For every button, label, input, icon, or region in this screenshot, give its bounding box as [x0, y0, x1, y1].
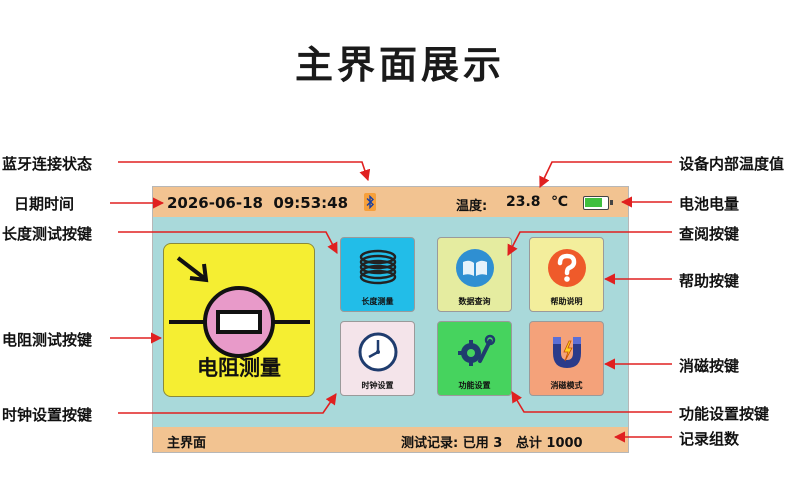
clock-setting-button[interactable]: 时钟设置 [340, 321, 415, 396]
records-count: 测试记录: 已用 3 总计 1000 [401, 436, 583, 451]
degauss-label: 消磁模式 [550, 381, 583, 390]
coil-icon [359, 249, 396, 285]
resistor-icon [169, 256, 310, 358]
data-query-label: 数据查询 [458, 297, 491, 306]
length-measure-label: 长度测量 [361, 297, 394, 306]
status-bar: 2026-06-18 09:53:48 温度: 23.8 ℃ [153, 187, 628, 217]
question-icon [547, 249, 586, 287]
home-label: 主界面 [167, 436, 207, 451]
annotation-records: 记录组数 [679, 430, 740, 448]
annotation-bluetooth: 蓝牙连接状态 [2, 155, 93, 173]
device-screen: 2026-06-18 09:53:48 温度: 23.8 ℃ 电阻测量 [152, 186, 629, 453]
degauss-button[interactable]: 消磁模式 [529, 321, 604, 396]
clock-setting-label: 时钟设置 [361, 381, 394, 390]
help-label: 帮助说明 [550, 297, 583, 306]
clock-icon [358, 332, 397, 372]
function-setting-label: 功能设置 [458, 381, 491, 390]
annotation-temperature: 设备内部温度值 [679, 155, 785, 173]
bottom-bar: 主界面 测试记录: 已用 3 总计 1000 [153, 427, 628, 452]
temperature-value: 23.8 [506, 194, 541, 210]
annotation-battery: 电池电量 [679, 195, 740, 213]
gear-wrench-icon [457, 334, 495, 366]
book-icon [455, 249, 494, 287]
annotation-clock-button: 时钟设置按键 [2, 406, 93, 424]
page-title: 主界面展示 [294, 43, 505, 87]
temperature-label: 温度: [456, 199, 488, 214]
annotation-help-button: 帮助按键 [679, 272, 740, 290]
annotation-query-button: 查阅按键 [679, 225, 740, 243]
bluetooth-icon [364, 193, 376, 211]
datetime-display: 2026-06-18 09:53:48 [167, 194, 349, 212]
magnet-icon [552, 337, 581, 368]
length-measure-button[interactable]: 长度测量 [340, 237, 415, 312]
annotation-length-button: 长度测试按键 [2, 225, 93, 243]
resistance-measure-button[interactable]: 电阻测量 [163, 243, 315, 397]
data-query-button[interactable]: 数据查询 [437, 237, 512, 312]
annotation-function-button: 功能设置按键 [679, 405, 770, 423]
battery-icon [583, 196, 613, 210]
annotation-resistance-button: 电阻测试按键 [2, 331, 93, 349]
resistance-measure-label: 电阻测量 [197, 356, 281, 380]
annotation-degauss-button: 消磁按键 [679, 357, 740, 375]
help-button[interactable]: 帮助说明 [529, 237, 604, 312]
function-setting-button[interactable]: 功能设置 [437, 321, 512, 396]
temperature-unit: ℃ [551, 194, 568, 210]
annotation-datetime: 日期时间 [14, 195, 75, 213]
